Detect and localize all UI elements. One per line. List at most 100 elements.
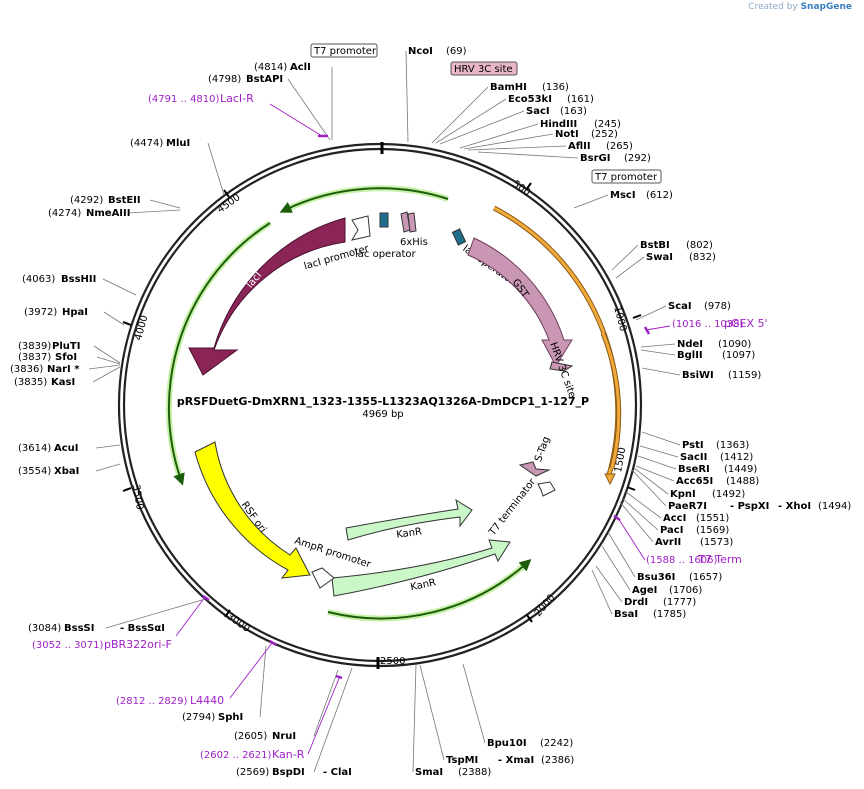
site-pos-acui: (3614)	[18, 443, 51, 454]
site-labels: NcoI(69)BamHI(136)Eco53kI(161)SacI(163)H…	[10, 46, 851, 778]
leader-pluti	[93, 345, 121, 364]
primer-range-l4440: (2812 .. 2829)	[116, 696, 188, 707]
created-by-text: Created by	[748, 2, 798, 12]
tick-3500: 3500	[130, 484, 145, 511]
primer-name-pbr322orif: pBR322ori-F	[104, 638, 172, 651]
primer-mark-kanr[interactable]	[335, 674, 343, 680]
site-pos-eco53ki: (161)	[567, 94, 594, 105]
laci-promoter-arrow[interactable]	[350, 215, 371, 241]
site-pos-acli: (4814)	[254, 62, 287, 73]
plasmid-length: 4969 bp	[362, 409, 403, 420]
ampr-promoter[interactable]	[311, 567, 335, 589]
leader-msci	[573, 194, 609, 209]
leader-kasi	[92, 366, 121, 383]
s-tag-label: S-Tag	[533, 435, 552, 463]
leader-psti	[641, 431, 681, 446]
site-name-bspdi: BspDI	[272, 767, 305, 778]
site-pos-mlui: (4474)	[130, 138, 163, 149]
site-pos-kpni: (1492)	[712, 489, 745, 500]
site-pos-hpai: (3972)	[24, 307, 57, 318]
site-name-bsssi: BssSI	[64, 623, 94, 634]
leader-saci	[439, 110, 525, 145]
hrv3c-feature[interactable]	[549, 361, 574, 372]
leader-lines	[88, 50, 681, 773]
site-name-ncoi: NcoI	[408, 46, 433, 57]
leader-bsteii	[149, 199, 181, 209]
site-pos-bstapi: (4798)	[208, 74, 241, 85]
lac-operator-2[interactable]	[451, 228, 467, 246]
site-pos-noti: (252)	[591, 129, 618, 140]
primer-mark-l4440[interactable]	[269, 639, 277, 647]
t7-terminator[interactable]	[537, 481, 556, 497]
hrv-box-label: HRV 3C site	[454, 64, 513, 75]
leader-sfoi	[96, 356, 121, 365]
t7-promoter-right-label: T7 promoter	[594, 172, 658, 183]
t7-promoter-top-label: T7 promoter	[313, 46, 377, 57]
tick-3000: 3000	[224, 611, 251, 635]
leader-bseri	[637, 455, 677, 470]
leader-smai	[412, 664, 417, 773]
leader-kpni	[633, 467, 669, 495]
site-name-paer7i: PaeR7I	[668, 501, 707, 512]
lac-operator-1[interactable]	[379, 212, 389, 228]
primer-range-pbr322orif: (3052 .. 3071)	[32, 640, 104, 651]
site-pos-saci: (163)	[560, 106, 587, 117]
site-pos-swai: (832)	[689, 252, 716, 263]
primer-leader-l4440	[229, 642, 273, 699]
site-name-psti: PstI	[682, 440, 704, 451]
s-tag[interactable]	[518, 461, 551, 477]
leader-bglii	[640, 349, 676, 356]
top-green-arc	[279, 187, 449, 213]
primer-mark-pgex5[interactable]	[643, 326, 651, 335]
leader-drdi	[595, 565, 623, 603]
leader-noti	[463, 133, 554, 150]
leader-ncoi	[405, 50, 409, 143]
rsf-ori-arrow[interactable]	[194, 441, 311, 579]
leader-tspmi	[419, 664, 445, 761]
primer-name-lacir: LacI-R	[220, 92, 254, 105]
leader-avrii	[619, 501, 654, 543]
site-name-bsteii: BstEII	[108, 195, 141, 206]
leader-agei	[601, 545, 631, 591]
gst-region-arrowhead	[604, 473, 616, 486]
t7-promoter-top-box	[310, 43, 378, 58]
backbone-inner	[122, 147, 638, 663]
site-pos-scai: (978)	[704, 301, 731, 312]
leader-bpu10i	[462, 663, 486, 744]
laci-arrow[interactable]	[188, 217, 346, 376]
site-pos-sphi: (2794)	[182, 712, 215, 723]
site-name-xhoi: - XhoI	[778, 501, 811, 512]
site-name-agei: AgeI	[632, 585, 657, 596]
primer-mark-t7term[interactable]	[613, 514, 621, 522]
site-name-bsu36i: Bsu36I	[637, 572, 675, 583]
leader-scai	[635, 305, 667, 321]
site-pos-avrii: (1573)	[700, 537, 733, 548]
site-name-msci: MscI	[610, 190, 636, 201]
site-pos-bsiwi: (1159)	[728, 370, 761, 381]
primer-mark-pbr322orif[interactable]	[202, 594, 210, 602]
site-pos-aflii: (265)	[606, 141, 633, 152]
site-pos-bspdi: (2569)	[236, 767, 269, 778]
site-pos-bsrgi: (292)	[624, 153, 651, 164]
site-pos-xhoi: (1494)	[818, 501, 851, 512]
primer-range-t7term: (1588 .. 1606)	[646, 555, 718, 566]
kanr-arrow-2[interactable]	[331, 539, 511, 597]
site-pos-bsssi: (3084)	[28, 623, 61, 634]
site-pos-bsteii: (4292)	[70, 195, 103, 206]
snapgene-logo: SnapGene	[800, 2, 852, 12]
site-name-noti: NotI	[555, 129, 579, 140]
site-name-saci: SacI	[526, 106, 550, 117]
tick-2000: 2000	[533, 593, 558, 620]
site-pos-bpu10i: (2242)	[540, 738, 573, 749]
leader-bamhi	[431, 86, 489, 144]
primer-range-kanr: (2602 .. 2621)	[200, 750, 272, 761]
site-name-kasi: KasI	[51, 377, 75, 388]
kanr-arrow-1[interactable]	[345, 498, 473, 541]
site-pos-msci: (612)	[646, 190, 673, 201]
t7-promoter-right-box	[591, 169, 662, 184]
site-name-smai: SmaI	[415, 767, 443, 778]
site-name-acc65i: Acc65I	[676, 476, 713, 487]
leader-sacii	[639, 445, 679, 458]
leader-acci	[625, 491, 662, 519]
his-tag-2[interactable]	[407, 212, 417, 233]
